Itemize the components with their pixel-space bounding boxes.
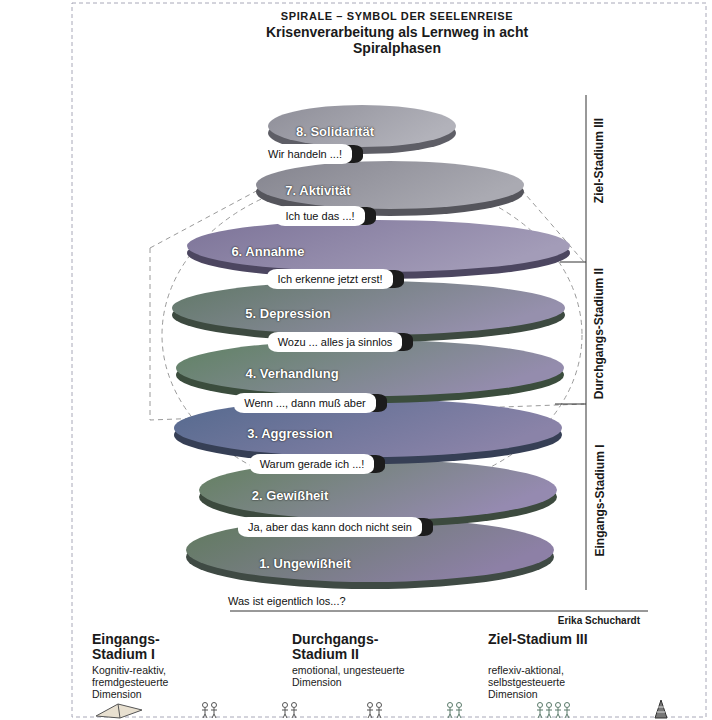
stage-label: Ziel-Stadium III <box>593 117 608 202</box>
phase-quote: Wir handeln ...! <box>258 144 352 164</box>
stage-heading: Ziel-Stadium III <box>488 632 598 647</box>
stage-ellipse <box>162 175 582 495</box>
phase-quote: Wenn ..., dann muß aber <box>234 393 375 413</box>
projection-line <box>150 248 584 420</box>
diagram-title: Krisenverarbeitung als Lernweg in acht S… <box>262 24 532 56</box>
stage-description: Kognitiv-reaktiv, fremdgesteuerte Dimens… <box>92 664 207 700</box>
spiral-disc: 7. AktivitätIch tue das ...! <box>255 160 525 218</box>
phase-quote: Ja, aber das kann doch nicht sein <box>238 517 422 537</box>
phase-name: 8. Solidarität <box>296 124 374 140</box>
phase-name: 1. Ungewißheit <box>259 556 351 572</box>
stage-description: reflexiv-aktional, selbstgesteuerte Dime… <box>488 664 598 700</box>
author-label: Erika Schuchardt <box>558 614 640 627</box>
stage-description: emotional, ungesteuerte Dimension <box>292 664 407 688</box>
phase-quote: Was ist eigentlich los...? <box>228 594 346 608</box>
phase-name: 3. Aggression <box>247 426 332 442</box>
disc-top <box>256 161 524 209</box>
phase-quote: Warum gerade ich ...! <box>250 454 375 474</box>
stage-tick <box>560 262 586 263</box>
phase-name: 6. Annahme <box>231 244 304 260</box>
disc-top <box>268 105 456 147</box>
phase-name: 5. Depression <box>245 306 330 322</box>
phase-name: 4. Verhandlung <box>245 366 338 382</box>
spiral-disc: 8. SolidaritätWir handeln ...! <box>267 104 457 156</box>
phase-quote: Ich tue das ...! <box>275 206 364 226</box>
disc-top <box>187 220 570 272</box>
disc-top <box>172 281 565 335</box>
page-border <box>72 3 706 717</box>
stage-heading: Eingangs-Stadium I <box>92 632 207 662</box>
icon-row <box>96 700 667 718</box>
spiral-disc: 5. DepressionWozu ... alles ja sinnlos <box>171 280 566 344</box>
phase-quote: Ich erkenne jetzt erst! <box>267 269 392 289</box>
stage-label: Durchgangs-Stadium II <box>593 267 608 398</box>
spiral-disc: 6. AnnahmeIch erkenne jetzt erst! <box>186 219 571 281</box>
header-label: SPIRALE – SYMBOL DER SEELENREISE <box>281 9 513 23</box>
phase-name: 2. Gewißheit <box>252 488 329 504</box>
stage-bracket <box>586 95 587 590</box>
phase-quote: Wozu ... alles ja sinnlos <box>268 332 403 352</box>
base-line <box>230 611 648 612</box>
disc-top <box>186 518 554 582</box>
stage-tick <box>555 404 586 405</box>
stage-heading: Durchgangs-Stadium II <box>292 632 412 662</box>
stage-label: Eingangs-Stadium I <box>592 444 607 556</box>
phase-name: 7. Aktivität <box>285 183 350 199</box>
